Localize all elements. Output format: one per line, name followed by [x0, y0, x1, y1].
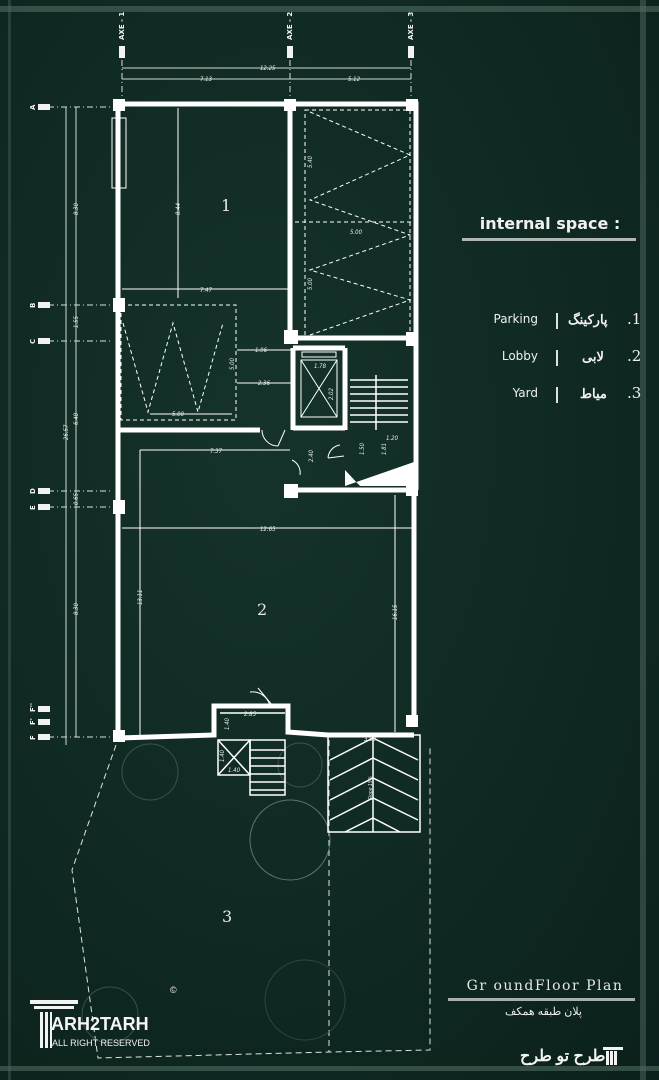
left-frame-band — [8, 0, 11, 1080]
dim-b-c: 1.55 — [73, 315, 80, 328]
elevator — [300, 351, 338, 418]
axis-label-x1: AXE - 1 — [118, 12, 126, 40]
right-frame-band — [640, 0, 646, 1080]
dim-entry-height-2: 1.40 — [219, 749, 226, 762]
dim-entry-width-2: 1.40 — [228, 767, 241, 774]
legend-number: .2 — [627, 347, 642, 365]
dim-lobby-width: 7.37 — [210, 448, 223, 455]
axis-label-x2: AXE - 2 — [286, 12, 294, 40]
window — [111, 117, 127, 189]
dim-entry-height: 1.40 — [224, 717, 231, 730]
plan-title-divider — [448, 998, 635, 1001]
copyright-mark: © — [170, 985, 177, 995]
legend-fa: لابی — [582, 349, 604, 364]
dim-c-d: 6.48 — [73, 412, 80, 425]
bottom-frame-band — [0, 1066, 659, 1071]
dim-parking1-height: 8.44 — [175, 202, 182, 215]
dim-elevator-width: 1.78 — [314, 363, 327, 370]
dim-width-1: 7.13 — [200, 76, 213, 83]
ramp-slope-label: Slope 15% — [368, 776, 374, 800]
dim-ramp-width: 3.50 — [364, 736, 377, 743]
dim-parking3-width: 5.00 — [172, 411, 185, 418]
walls — [115, 101, 419, 741]
legend-title: internal space : — [479, 214, 621, 233]
dim-parking3-height: 5.00 — [229, 357, 236, 370]
axis-label-f: F — [29, 735, 37, 740]
entry-stair — [217, 712, 286, 796]
dim-total-width: 12.25 — [260, 65, 276, 72]
axis-label-c: C — [29, 339, 37, 344]
ramp — [327, 734, 421, 833]
axis-label-b: B — [29, 303, 37, 308]
legend-number: .3 — [627, 384, 642, 402]
axis-gridlines — [48, 60, 412, 738]
dim-stair-1: 1.50 — [359, 442, 366, 455]
plan-title: Gr oundFloor Plan — [466, 978, 624, 994]
dim-parking2-height2: 5.00 — [307, 277, 314, 290]
interior-dimension-lines — [122, 108, 412, 735]
legend-divider — [462, 238, 636, 241]
legend-fa: میاط — [580, 386, 607, 401]
legend-separator — [556, 313, 558, 329]
axis-label-a: A — [29, 104, 37, 110]
brand-pillar-icon — [603, 1047, 623, 1065]
axis-label-f1: F' — [29, 718, 37, 725]
legend-item-parking: Parking پارکینگ .1 — [470, 310, 650, 332]
staircase — [350, 375, 408, 430]
room-label-yard: 3 — [222, 907, 232, 926]
top-frame-band — [0, 6, 659, 12]
dim-width-2: 5.12 — [348, 76, 361, 83]
legend-number: .1 — [627, 310, 642, 328]
dim-parking2-width: 5.00 — [350, 229, 363, 236]
dim-lobby-height-1: 13.11 — [137, 590, 144, 605]
dim-lobby-total: 12.65 — [260, 526, 276, 533]
legend-en: Yard — [512, 386, 538, 400]
axis-label-x3: AXE - 3 — [407, 12, 415, 40]
yard-boundary — [71, 740, 431, 1059]
dim-total-height: 26.57 — [63, 424, 70, 440]
logo-subtext: ALL RIGHT RESERVED — [52, 1038, 150, 1048]
room-label-parking: 1 — [221, 196, 231, 215]
legend-separator — [556, 387, 558, 403]
legend-fa: پارکینگ — [568, 312, 608, 327]
plan-subtitle: پلان طبقه همکف — [505, 1006, 582, 1018]
axis-markers — [38, 46, 414, 740]
dimension-lines — [65, 67, 411, 745]
brand-name-fa: طرح تو طرح — [520, 1048, 606, 1065]
dim-corridor-1: 1.96 — [255, 347, 268, 354]
logo-text: ARH2TARH — [51, 1014, 149, 1034]
dim-stair-width: 1.20 — [386, 435, 399, 442]
tarh2tarh-logo-icon — [30, 1000, 78, 1048]
legend-item-lobby: Lobby لابی .2 — [470, 347, 650, 369]
dim-d-e: 0.65 — [73, 492, 80, 505]
doors — [249, 429, 345, 707]
legend-en: Parking — [493, 312, 539, 326]
legend-en: Lobby — [501, 349, 538, 363]
dim-a-b: 8.30 — [73, 202, 80, 215]
axis-label-d: D — [29, 488, 37, 494]
dim-elevator-depth: 2.02 — [328, 387, 335, 400]
dim-entry-width: 2.85 — [244, 711, 257, 718]
dim-e-f: 8.30 — [73, 602, 80, 615]
legend-separator — [556, 350, 558, 366]
axis-label-e: E — [29, 505, 37, 510]
room-label-lobby: 2 — [257, 600, 267, 619]
dim-lobby-height-2: 16.15 — [392, 604, 399, 620]
dim-lobby-door: 2.40 — [308, 449, 315, 462]
parking-stalls — [120, 109, 412, 421]
columns — [113, 99, 418, 742]
axis-label-f2: F'' — [29, 703, 37, 712]
dim-parking2-height: 5.40 — [307, 155, 314, 168]
dim-parking1-width: 7.47 — [200, 287, 213, 294]
dim-stair-2: 1.81 — [381, 443, 388, 455]
legend-item-yard: Yard میاط .3 — [470, 384, 650, 406]
tree-icons — [81, 742, 346, 1044]
stair-landing — [345, 462, 414, 486]
dim-corridor-2: 2.36 — [258, 380, 271, 387]
